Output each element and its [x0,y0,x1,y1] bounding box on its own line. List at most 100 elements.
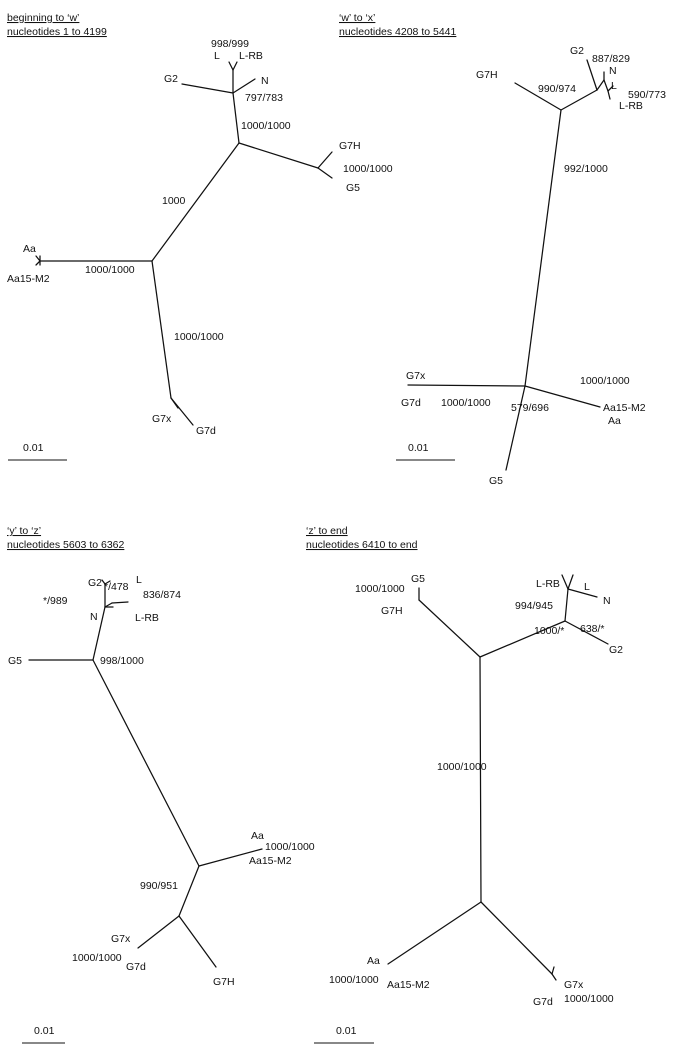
branch [479,620,566,658]
branch [479,656,482,903]
node-support: 998/999 [211,38,249,50]
node-support: 998/1000 [100,655,144,667]
panel-1: beginning to ‘w’ nucleotides 1 to 4199 9… [7,12,393,461]
node-support: 590/773 [628,89,666,101]
node-support: 1000/1000 [174,331,224,343]
taxon-label: Aa [608,415,621,427]
branch [92,659,200,867]
branch [524,109,562,387]
branch [170,397,179,409]
node-support: 797/783 [245,92,283,104]
taxon-label: G7H [381,605,403,617]
taxon-label: G7x [406,370,426,382]
node-support: 1000 [162,195,186,207]
branch [514,82,562,111]
branch [561,574,569,590]
branch [232,92,240,144]
branch [228,61,234,71]
node-support: 990/951 [140,880,178,892]
taxon-label: Aa15-M2 [7,273,50,285]
node-support: 1000/1000 [85,264,135,276]
panel-3-header-line1: ‘y’ to ‘z’ [7,525,41,537]
panel-1-header-line2: nucleotides 1 to 4199 [7,26,107,38]
taxon-label: Aa15-M2 [249,855,292,867]
taxon-label: G2 [88,577,102,589]
branch [567,574,574,590]
taxon-label: G5 [346,182,360,194]
node-support: 1000/1000 [437,761,487,773]
taxon-label: G7H [213,976,235,988]
branch [35,255,41,262]
branch [317,167,333,179]
panel-2-branches [407,59,614,471]
branch [104,602,113,608]
branch [564,620,609,645]
taxon-label: L-RB [619,100,643,112]
taxon-label: G7d [126,961,146,973]
panel-2-header-line1: ‘w’ to ‘x’ [339,12,375,24]
branch [603,79,609,92]
branch [35,260,41,266]
taxon-label: L-RB [536,578,560,590]
node-support: 836/874 [143,589,181,601]
panel-3-header-line2: nucleotides 5603 to 6362 [7,539,125,551]
node-support: 1000/1000 [241,120,291,132]
branch [567,588,598,598]
taxon-label: Aa [367,955,380,967]
branch [151,142,240,262]
node-support: 990/974 [538,83,576,95]
taxon-label: G7x [564,979,584,991]
node-support: 1000/1000 [580,375,630,387]
branch [92,606,106,661]
taxon-label: G2 [164,73,178,85]
branch [151,260,172,399]
taxon-label: Aa15-M2 [387,979,430,991]
branch [480,901,553,975]
taxon-label: G5 [411,573,425,585]
node-support: 1000/1000 [329,974,379,986]
node-support: 579/696 [511,402,549,414]
taxon-label: G2 [570,45,584,57]
taxon-label: N [261,75,269,87]
node-support: */989 [43,595,68,607]
taxon-label: L-RB [135,612,159,624]
branch [505,385,526,471]
panel-2-header-line2: nucleotides 4208 to 5441 [339,26,457,38]
branch [607,85,614,92]
branch [238,142,319,169]
branch [198,848,263,867]
branch [564,588,569,622]
branch [178,865,200,917]
branch [586,59,598,91]
panel-1-branches [35,61,333,426]
taxon-label: G7d [533,996,553,1008]
taxon-label: L [611,80,617,92]
panel-2: ‘w’ to ‘x’ nucleotides 4208 to 5441 G2 8… [339,12,666,487]
taxon-label: G7H [339,140,361,152]
panel-4: ‘z’ to end nucleotides 6410 to end L-RB … [306,525,623,1044]
panel-1-header-line1: beginning to ‘w’ [7,12,79,24]
branch [551,973,557,981]
taxon-label: N [603,595,611,607]
branch [387,901,482,965]
taxon-label: L-RB [239,50,263,62]
taxon-label: N [609,65,617,77]
branch [607,90,611,100]
branch [232,61,238,71]
taxon-label: G7x [152,413,172,425]
taxon-label: Aa [251,830,264,842]
node-support: 1000/1000 [72,952,122,964]
node-support: 638/* [580,623,605,635]
node-support: 887/829 [592,53,630,65]
taxon-label: Aa [23,243,36,255]
branch [101,579,106,585]
taxon-label: L [136,574,142,586]
branch [111,601,129,604]
scale-bar-label: 0.01 [336,1025,357,1037]
taxon-label: G7x [111,933,131,945]
branch [178,915,217,968]
taxon-label: Aa15-M2 [603,402,646,414]
taxon-label: G2 [609,644,623,656]
